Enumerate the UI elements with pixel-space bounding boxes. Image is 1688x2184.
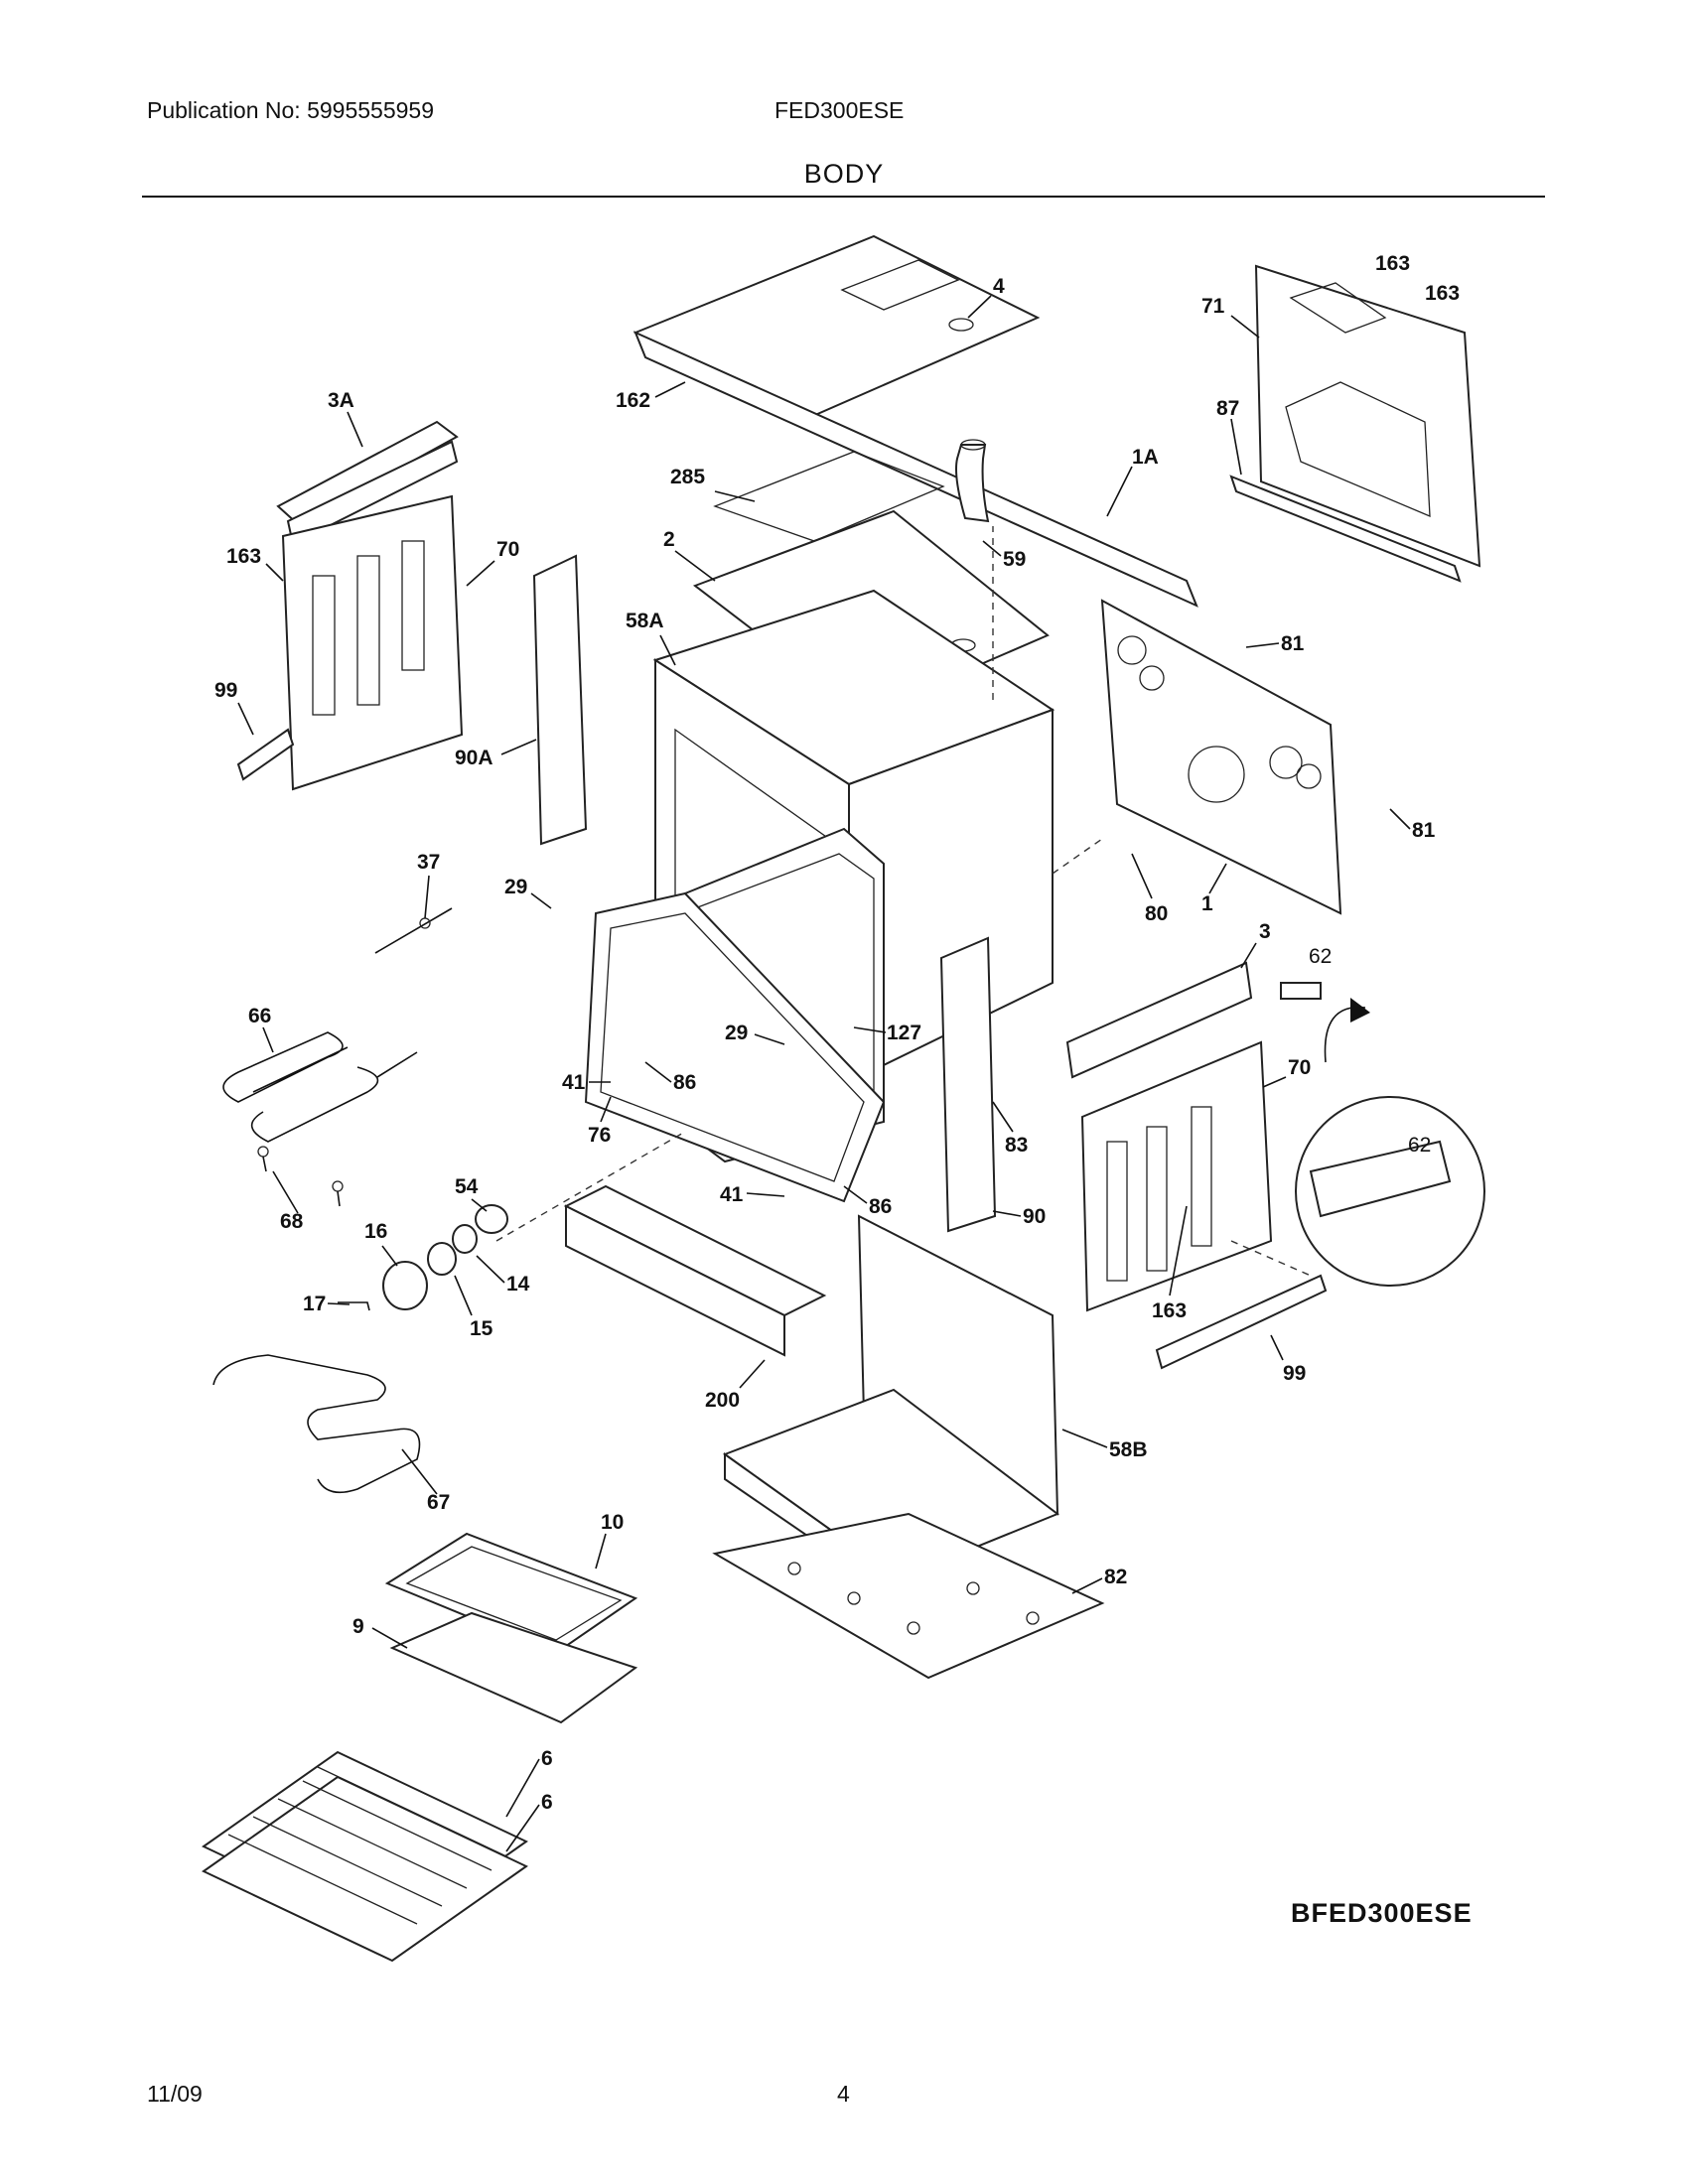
callout-127: 127 [887,1022,921,1044]
callout-81-a: 81 [1281,632,1305,655]
detail-magnifier [1295,998,1485,1287]
callout-labels: 4 162 163 163 71 87 3A 285 1A 2 59 163 7… [214,252,1460,1852]
callout-200: 200 [705,1389,740,1412]
callout-68: 68 [280,1210,304,1233]
side-trim-90 [939,936,997,1233]
callout-16: 16 [364,1220,387,1243]
broiler-pan [384,1532,638,1724]
terminal-block [1280,982,1322,1000]
callout-99-left: 99 [214,679,237,702]
section-title: BODY [803,159,885,189]
oven-lamp-assembly [338,1204,508,1311]
callout-41-b: 41 [720,1183,744,1206]
insulation-sheet [713,451,945,542]
callout-62-b: 62 [1408,1134,1431,1157]
callout-71: 71 [1201,295,1225,318]
callout-15: 15 [470,1317,493,1340]
callout-90A: 90A [455,747,493,769]
callout-163-d: 163 [1152,1299,1187,1322]
model-number: FED300ESE [774,97,905,123]
callout-59: 59 [1003,548,1026,571]
callout-3: 3 [1259,920,1271,943]
callout-163-a: 163 [1375,252,1410,275]
callout-37: 37 [417,851,440,874]
bottom-panel [712,1512,1105,1680]
callout-9: 9 [352,1615,364,1638]
oven-racks [202,1750,528,1963]
callout-29-a: 29 [504,876,527,898]
callout-81-b: 81 [1412,819,1436,842]
left-side-panel [281,494,464,791]
bracket-3 [1065,961,1253,1079]
back-panel [1100,599,1342,915]
side-trim-90A [532,554,588,846]
callout-90: 90 [1023,1205,1046,1228]
header-divider [142,196,1545,198]
callout-58A: 58A [626,610,664,632]
callout-86-b: 86 [869,1195,892,1218]
rear-right-panel [1229,264,1481,583]
callout-6-a: 6 [541,1747,553,1770]
callout-162: 162 [616,389,650,412]
top-panel [633,234,1041,424]
callout-6-b: 6 [541,1791,553,1814]
callout-14: 14 [506,1273,530,1296]
publication-date: 11/09 [147,2081,203,2107]
callout-66: 66 [248,1005,271,1027]
callout-1: 1 [1201,892,1213,915]
diagram-code: BFED300ESE [1291,1898,1473,1928]
bake-element [222,1031,418,1143]
callout-29-b: 29 [725,1022,748,1044]
callout-62-a: 62 [1309,945,1332,968]
broil-element [212,1354,421,1494]
door-frame [584,891,886,1203]
side-trim-right [1155,1274,1328,1370]
callout-163-c: 163 [226,545,261,568]
callout-83: 83 [1005,1134,1028,1157]
temperature-sensor [374,907,453,954]
callout-41-a: 41 [562,1071,586,1094]
callout-58B: 58B [1109,1438,1148,1461]
callout-10: 10 [601,1511,624,1534]
callout-285: 285 [670,466,705,488]
callout-17: 17 [303,1293,326,1315]
publication-number: Publication No: 5995555959 [147,97,435,123]
callout-4: 4 [993,275,1005,298]
callout-70-left: 70 [496,538,519,561]
callout-2: 2 [663,528,675,551]
vent-duct [955,439,990,523]
callout-76: 76 [588,1124,611,1147]
control-panel-trim [563,1184,827,1357]
callout-87: 87 [1216,397,1239,420]
front-strip [633,331,1198,608]
page-number: 4 [837,2081,850,2107]
callout-54: 54 [455,1175,479,1198]
callout-1A: 1A [1132,446,1159,469]
callout-80: 80 [1145,902,1168,925]
callout-99-right: 99 [1283,1362,1306,1385]
callout-82: 82 [1104,1566,1127,1588]
callout-3A: 3A [328,389,354,412]
right-side-panel [1080,1040,1273,1312]
callout-86-a: 86 [673,1071,696,1094]
callout-163-b: 163 [1425,282,1460,305]
side-trim-left [236,728,295,781]
callout-67: 67 [427,1491,450,1514]
callout-70-right: 70 [1288,1056,1311,1079]
screws [257,1146,344,1207]
